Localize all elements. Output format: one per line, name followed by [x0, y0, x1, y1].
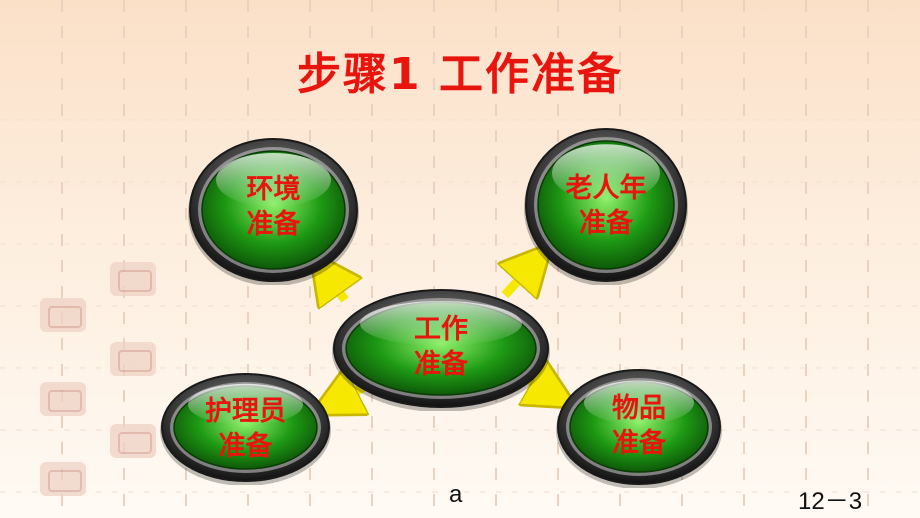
node-elderly-line1: 老人年: [565, 173, 647, 204]
node-items-line1: 物品: [612, 393, 666, 424]
seal-stamp-decoration: [110, 342, 156, 376]
seal-stamp-decoration: [40, 298, 86, 332]
node-caregiver-line1: 护理员: [205, 396, 286, 427]
node-elderly[interactable]: 老人年 准备: [522, 125, 690, 285]
seal-stamp-decoration: [40, 462, 86, 496]
node-environment[interactable]: 环境 准备: [186, 135, 361, 285]
footer-left-text: a: [449, 481, 463, 508]
seal-stamp-decoration: [40, 382, 86, 416]
node-center-line2: 准备: [414, 349, 468, 380]
node-center-line1: 工作: [414, 314, 468, 345]
seal-stamp-decoration: [110, 424, 156, 458]
node-caregiver[interactable]: 护理员 准备: [158, 370, 333, 485]
footer-page-number: 12－3: [798, 488, 863, 515]
arrow-to-elderly: [505, 262, 535, 295]
seal-stamp-decoration: [110, 262, 156, 296]
node-items[interactable]: 物品 准备: [554, 366, 724, 488]
node-environment-line2: 准备: [246, 209, 301, 240]
node-caregiver-line2: 准备: [218, 431, 273, 462]
slide-title: 步骤1 工作准备: [297, 49, 623, 100]
node-elderly-line2: 准备: [579, 208, 633, 239]
node-center[interactable]: 工作 准备: [330, 286, 552, 411]
node-environment-line1: 环境: [246, 174, 301, 205]
arrow-to-environment: [325, 272, 345, 300]
node-items-line2: 准备: [612, 428, 666, 459]
